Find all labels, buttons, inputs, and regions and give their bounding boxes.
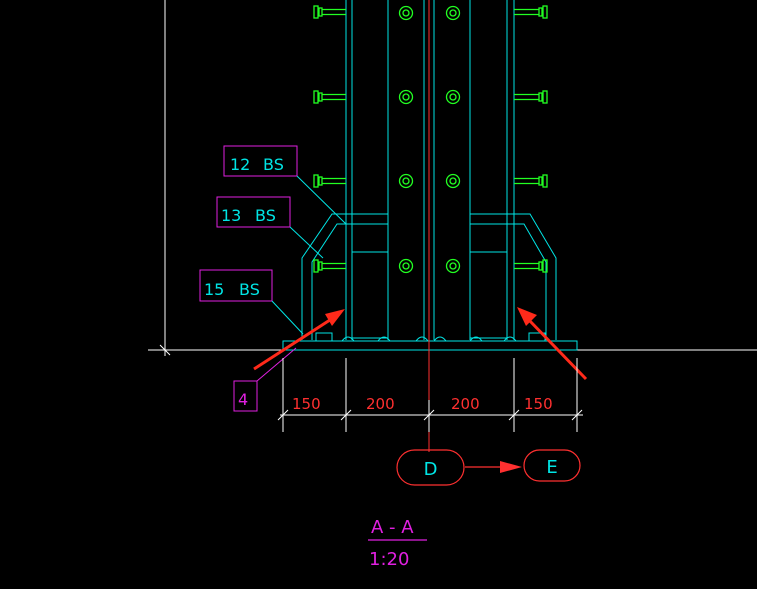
dimension-label: 200 — [366, 395, 395, 413]
left-stiffener — [301, 213, 388, 340]
tag-12-code: BS — [263, 155, 284, 174]
section-name: A - A — [371, 517, 414, 538]
tag-12-number: 12 — [230, 155, 250, 174]
column-section — [282, 0, 578, 351]
bolt-icon — [514, 259, 548, 273]
ground-tick — [159, 344, 171, 356]
tag-15[interactable]: 15 BS — [199, 269, 304, 335]
bolt-circle-icon — [398, 258, 414, 274]
anchor-nut — [315, 332, 333, 342]
axis-e-label: E — [546, 457, 557, 478]
axis-d-label: D — [424, 459, 438, 480]
tag-15-number: 15 — [204, 280, 224, 299]
bolt-circle-icon — [398, 5, 414, 21]
bolt-icon — [514, 90, 548, 104]
bolt-circle-icon — [445, 258, 461, 274]
bolt-circle-icon — [398, 173, 414, 189]
axis-bubble-e[interactable]: E — [523, 449, 581, 482]
dimension-label: 150 — [292, 395, 321, 413]
bolt-icon — [313, 259, 346, 273]
tag-12[interactable]: 12 BS — [223, 145, 347, 225]
bolt-circle-icon — [398, 89, 414, 105]
bolt-group — [313, 5, 548, 274]
right-stiffener — [470, 213, 557, 340]
arrow-icon — [465, 461, 522, 473]
tag-13[interactable]: 13 BS — [216, 196, 324, 259]
arrow-icon — [253, 309, 345, 371]
tag-13-number: 13 — [221, 206, 241, 225]
tag-13-code: BS — [255, 206, 276, 225]
bolt-icon — [514, 5, 548, 19]
tag-4[interactable]: 4 — [233, 347, 297, 412]
bolt-circle-icon — [445, 173, 461, 189]
dimension-label: 200 — [451, 395, 480, 413]
base-plate — [282, 340, 578, 351]
dimension-label: 150 — [524, 395, 553, 413]
bolt-icon — [514, 174, 548, 188]
bolt-icon — [313, 5, 346, 19]
section-title: A - A 1:20 — [368, 517, 427, 570]
section-scale: 1:20 — [369, 549, 409, 570]
bolt-circle-icon — [445, 89, 461, 105]
bolt-icon — [313, 90, 346, 104]
tag-15-code: BS — [239, 280, 260, 299]
dimension-line: 150 200 200 150 — [277, 358, 583, 432]
arrow-icon — [517, 307, 588, 381]
bolt-icon — [313, 174, 346, 188]
tag-4-label: 4 — [238, 390, 248, 409]
axis-bubble-d[interactable]: D — [396, 449, 465, 486]
bolt-circle-icon — [445, 5, 461, 21]
